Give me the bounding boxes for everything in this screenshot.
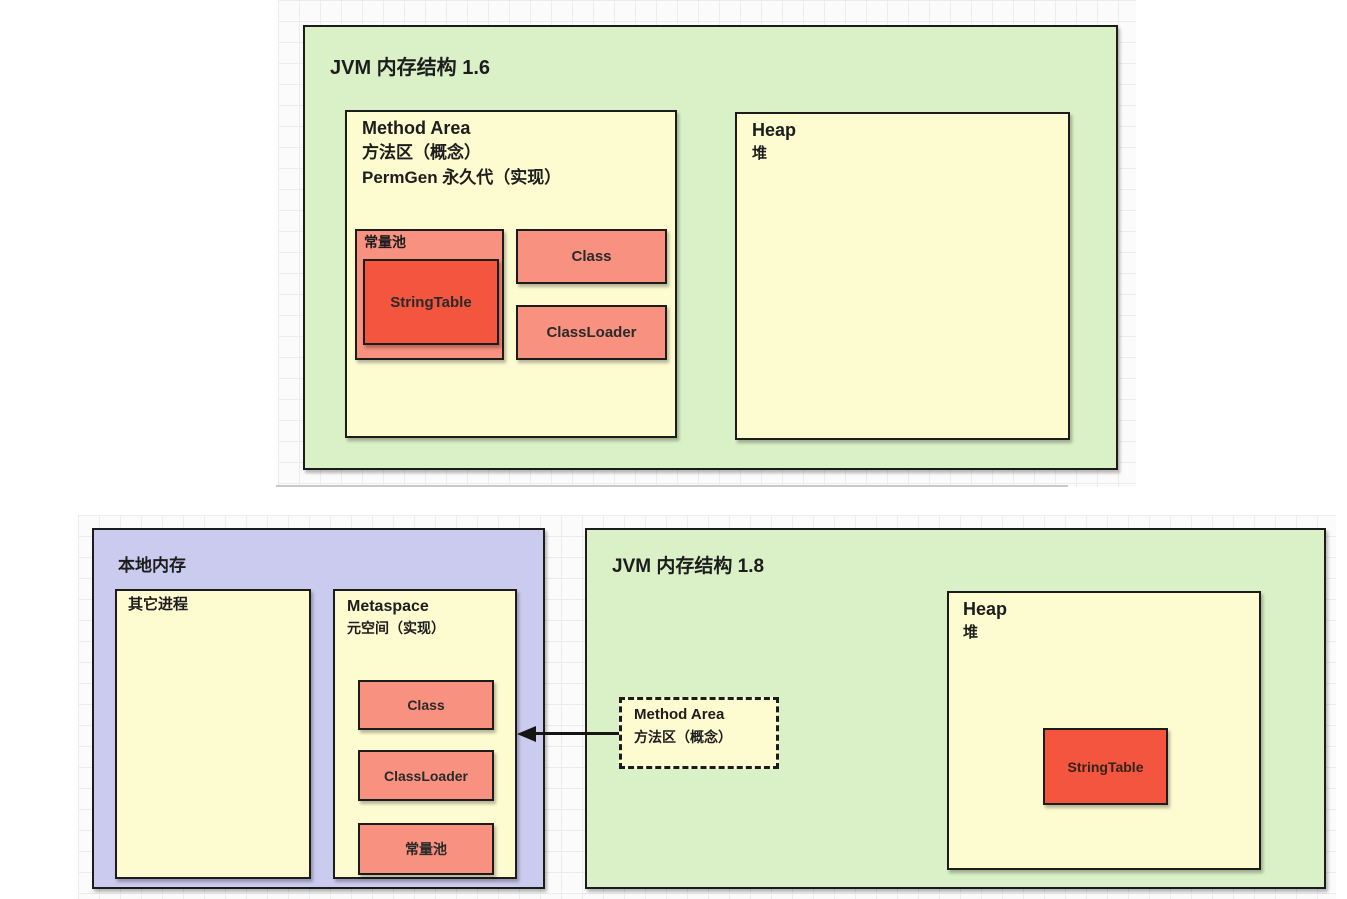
jvm16-class-label: Class bbox=[571, 248, 612, 265]
jvm18-method-area-title: Method Area bbox=[634, 706, 725, 723]
metaspace-subtitle: 元空间（实现） bbox=[347, 620, 445, 636]
jvm16-classloader-box: ClassLoader bbox=[516, 305, 667, 360]
method-area-to-metaspace-arrow-line bbox=[535, 732, 619, 735]
metaspace-constant-pool-label: 常量池 bbox=[405, 841, 447, 857]
jvm16-heap-title: Heap bbox=[752, 120, 797, 140]
jvm16-constant-pool-label: 常量池 bbox=[364, 234, 406, 250]
jvm18-heap-subtitle: 堆 bbox=[963, 624, 979, 641]
metaspace-class-label: Class bbox=[407, 697, 445, 713]
metaspace-title: Metaspace bbox=[347, 598, 429, 615]
jvm18-heap-title: Heap bbox=[963, 599, 1008, 619]
metaspace-constant-pool-box: 常量池 bbox=[358, 823, 494, 875]
jvm18-heap-box: Heap 堆 StringTable bbox=[947, 591, 1261, 870]
section-divider-line bbox=[276, 485, 1068, 487]
jvm18-stringtable-label: StringTable bbox=[1067, 758, 1144, 775]
jvm18-method-area-subtitle: 方法区（概念） bbox=[634, 729, 732, 745]
jvm16-stringtable-box: StringTable bbox=[363, 259, 499, 345]
native-memory-title: 本地内存 bbox=[118, 556, 186, 575]
jvm16-heap-box: Heap 堆 bbox=[735, 112, 1070, 440]
jvm16-constant-pool-box: 常量池 StringTable bbox=[355, 229, 504, 360]
metaspace-classloader-box: ClassLoader bbox=[358, 750, 494, 801]
metaspace-box: Metaspace 元空间（实现） Class ClassLoader 常量池 bbox=[333, 589, 517, 879]
jvm16-container: JVM 内存结构 1.6 Method Area 方法区（概念） PermGen… bbox=[303, 25, 1118, 470]
jvm16-classloader-label: ClassLoader bbox=[546, 324, 637, 341]
jvm16-method-area-title: Method Area bbox=[362, 118, 471, 138]
jvm16-heap-subtitle: 堆 bbox=[752, 145, 768, 162]
jvm16-method-area-box: Method Area 方法区（概念） PermGen 永久代（实现） 常量池 … bbox=[345, 110, 677, 438]
jvm18-title: JVM 内存结构 1.8 bbox=[612, 556, 765, 577]
jvm18-container: JVM 内存结构 1.8 Method Area 方法区（概念） Heap 堆 … bbox=[585, 528, 1326, 889]
method-area-to-metaspace-arrow-head-icon bbox=[517, 726, 536, 742]
other-process-label: 其它进程 bbox=[128, 596, 189, 613]
other-process-box: 其它进程 bbox=[115, 589, 311, 879]
metaspace-classloader-label: ClassLoader bbox=[383, 767, 469, 784]
jvm18-stringtable-box: StringTable bbox=[1043, 728, 1168, 805]
metaspace-class-box: Class bbox=[358, 680, 494, 730]
native-memory-container: 本地内存 其它进程 Metaspace 元空间（实现） Class ClassL… bbox=[92, 528, 545, 889]
jvm16-method-area-impl: PermGen 永久代（实现） bbox=[362, 168, 562, 187]
jvm16-title: JVM 内存结构 1.6 bbox=[330, 57, 491, 79]
jvm18-method-area-dashed-box: Method Area 方法区（概念） bbox=[619, 697, 779, 769]
jvm16-method-area-subtitle: 方法区（概念） bbox=[362, 143, 481, 162]
jvm16-stringtable-label: StringTable bbox=[390, 293, 472, 311]
jvm16-class-box: Class bbox=[516, 229, 667, 284]
